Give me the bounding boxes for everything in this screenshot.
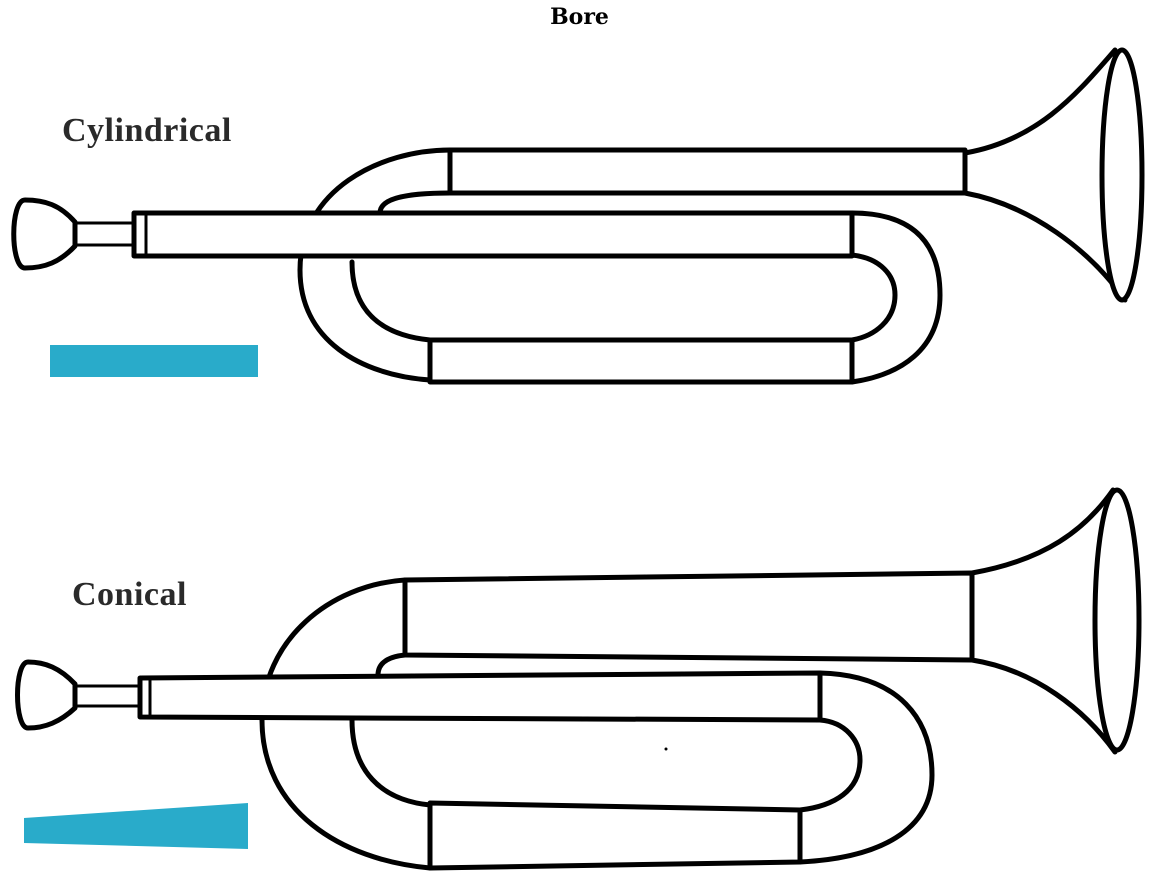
cylindrical-mouthpiece-cup (11, 197, 78, 271)
cylindrical-right-inner-bow (849, 252, 898, 343)
conical-mouthpiece-shank (73, 684, 142, 708)
cylindrical-upper-tube (447, 147, 968, 196)
cylindrical-leadpipe (131, 210, 855, 259)
cylindrical-right-bow (849, 210, 943, 385)
conical-mouthpiece-cup (15, 659, 78, 731)
conical-bore-swatch (24, 803, 248, 849)
conical-right-inner-bow (797, 717, 863, 813)
conical-bugle (15, 487, 1142, 871)
conical-label: Conical (72, 576, 187, 613)
cylindrical-mouthpiece-shank (73, 221, 136, 247)
cylindrical-inner-bow (349, 190, 453, 343)
cylindrical-label: Cylindrical (62, 112, 232, 149)
cylindrical-bugle (11, 47, 1145, 385)
conical-bell-rim (1092, 487, 1142, 753)
conical-inner-bow (349, 652, 433, 808)
stray-dot (664, 747, 668, 751)
cylindrical-outer-bow (297, 147, 453, 383)
page-title: Bore (550, 4, 609, 30)
conical-leadpipe (137, 670, 823, 723)
conical-lower-tube (427, 800, 803, 871)
conical-right-bow (797, 670, 935, 865)
conical-upper-tube (402, 570, 975, 663)
conical-outer-bow (259, 577, 433, 871)
cylindrical-lower-tube (427, 337, 855, 385)
cylindrical-bore-swatch (50, 345, 258, 377)
cylindrical-bell-rim (1099, 47, 1145, 303)
